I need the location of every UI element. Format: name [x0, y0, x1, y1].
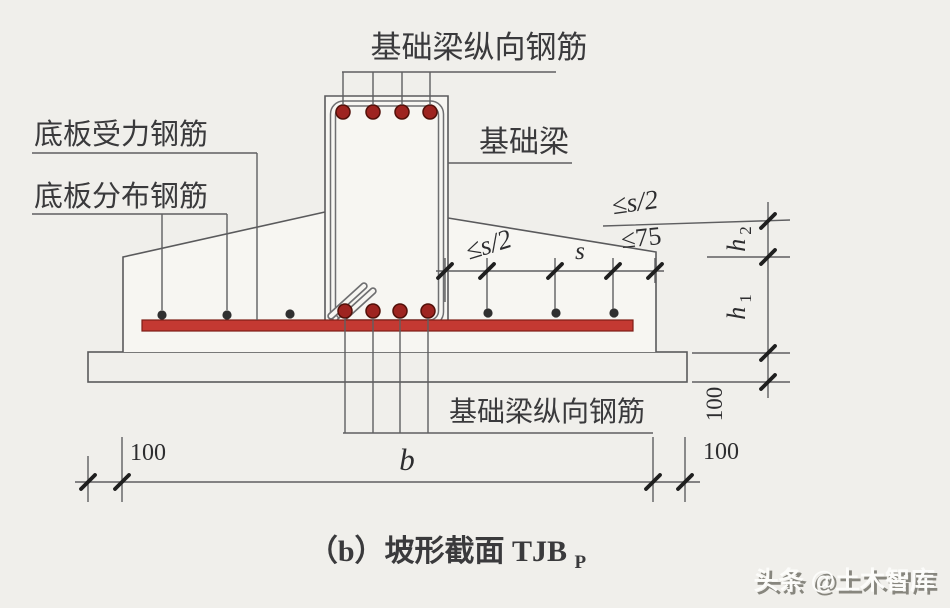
cushion-slab — [87, 351, 688, 383]
spacing-dimension — [436, 258, 664, 309]
leader-slab-main-rebar — [32, 152, 258, 320]
leader-bottom-rebar — [343, 318, 653, 434]
distribution-dot — [222, 310, 232, 320]
footing-body — [123, 212, 656, 352]
dim-edge-height-h1: h 1 — [722, 294, 755, 320]
label-beam-longitudinal-rebar-top: 基础梁纵向钢筋 — [371, 30, 588, 65]
dim-first-bar-offset-top: ≤s/2 — [610, 184, 660, 220]
width-ticks — [79, 473, 694, 491]
h2-base: h — [722, 239, 751, 252]
spacing-dimension-lines — [436, 258, 664, 309]
label-slab-distribution-rebar: 底板分布钢筋 — [34, 180, 208, 213]
distribution-dot — [609, 308, 619, 318]
slab-main-rebar-bar — [141, 319, 634, 332]
concrete-shapes — [87, 95, 688, 383]
rebar-dot — [394, 104, 410, 120]
caption-title: （b）坡形截面 — [308, 534, 505, 568]
label-foundation-beam: 基础梁 — [479, 126, 569, 159]
figure-caption: （b）坡形截面 TJB P — [308, 534, 587, 573]
dim-right-overhang-100: 100 — [703, 439, 739, 465]
h2-subscript: 2 — [736, 226, 755, 235]
rebar-dot — [392, 303, 408, 319]
dim-slope-height-h2: h 2 — [722, 226, 755, 252]
watermark: 头条 @土木智库 — [754, 566, 935, 595]
rebar-dot — [335, 104, 351, 120]
label-slab-main-rebar: 底板受力钢筋 — [34, 118, 208, 151]
beam-longitudinal-bars — [335, 104, 438, 319]
width-dimension-lines — [75, 437, 700, 502]
beam-outline — [324, 95, 449, 330]
rebar-dot — [422, 104, 438, 120]
label-beam-longitudinal-rebar-bottom: 基础梁纵向钢筋 — [449, 396, 645, 428]
height-ticks — [759, 212, 777, 391]
width-dimension — [75, 437, 700, 502]
height-dimension — [602, 202, 791, 398]
beam-body — [325, 96, 448, 330]
slab-distribution-bars — [157, 308, 619, 320]
distribution-dot — [285, 309, 295, 319]
rebar-dot — [420, 303, 436, 319]
dim-footing-width-b: b — [399, 442, 415, 477]
dim-left-overhang-100: 100 — [130, 440, 166, 466]
spacing-ticks — [436, 262, 664, 280]
distribution-dot — [483, 308, 493, 318]
distribution-dot — [157, 310, 167, 320]
rebar-dot — [365, 104, 381, 120]
h1-subscript: 1 — [736, 294, 755, 303]
dim-bar-spacing: s — [575, 238, 585, 265]
h1-base: h — [722, 307, 751, 320]
caption-code: TJB — [512, 535, 567, 568]
dim-edge-distance-max: ≤75 — [620, 221, 663, 254]
leader-slab-distribution-rebar — [32, 213, 228, 310]
footing-right-slope-edge — [447, 217, 657, 352]
rebar-dot — [337, 303, 353, 319]
height-dimension-lines — [602, 202, 791, 398]
watermark-shadow: 头条 @土木智库 — [757, 569, 938, 598]
dim-cushion-thickness: 100 — [702, 387, 727, 422]
leader-top-rebar — [342, 71, 556, 105]
rebar-dot — [365, 303, 381, 319]
distribution-dot — [551, 308, 561, 318]
caption-code-subscript: P — [575, 552, 587, 573]
leader-lines — [32, 71, 653, 434]
